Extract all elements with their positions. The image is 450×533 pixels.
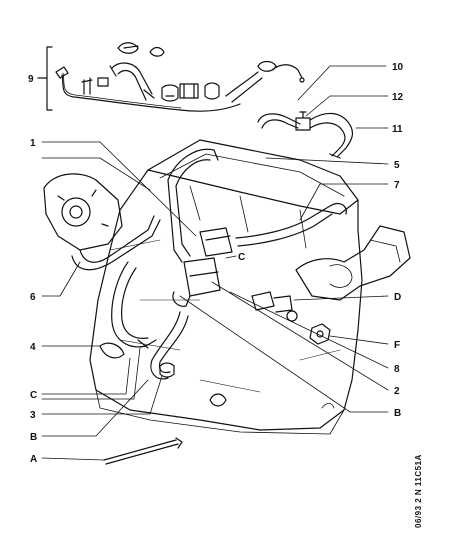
clamp-1 [117,42,139,54]
clamp-4 [99,342,125,359]
dipstick [103,439,179,465]
air-duct [295,225,411,301]
hose-4 [111,261,157,348]
hose-7 [235,202,347,247]
leader-7 [299,183,389,221]
leader-C-inner [225,255,237,259]
sensor-d [251,291,293,313]
engine-block [43,139,411,465]
leader-1 [41,141,197,237]
nut-f [309,323,331,345]
callout-C-left: C [30,390,37,401]
connector-left [55,66,69,79]
hose-3 [150,311,189,380]
hose-10 [257,113,301,129]
fitting-a [161,84,179,102]
clamp-2 [149,46,165,57]
leader-2 [211,281,389,391]
callout-D: D [394,292,401,303]
leader-B-right [179,295,389,413]
hose-clamp [137,339,175,378]
valve-assembly [183,257,221,297]
callout-F: F [394,340,400,351]
callout-B-right: B [394,408,401,419]
housing-port [61,197,91,227]
callout-9: 9 [28,74,34,85]
detail-hose-kit [37,42,305,112]
leader-A [41,457,105,461]
block-outline [89,169,363,431]
callout-6: 6 [30,292,36,303]
water-outlet-housing [43,173,123,251]
leader-F [329,335,389,345]
leader-D [293,295,389,301]
callout-8: 8 [394,364,400,375]
callout-labels: 9 10 12 11 1 5 7 6 D F 8 2 B 4 C 3 B A C [28,62,404,465]
leader-3 [41,375,163,415]
curved-hose [225,71,263,103]
callout-4: 4 [30,342,36,353]
cylinder-head [147,139,359,215]
leader-12 [305,95,389,117]
clamp-3 [257,60,277,72]
leader-lines [41,65,389,461]
callout-10: 10 [392,62,404,73]
hose-6 [71,215,161,271]
fitting-c [204,82,220,100]
callout-B-left: B [30,432,37,443]
hose-1-lower [167,179,191,263]
callout-7: 7 [394,180,400,191]
tee-12 [295,111,311,131]
clip-small [81,77,93,95]
leader-10 [297,65,387,101]
fitting-b [179,83,199,99]
leader-C-left [41,357,131,395]
wire-end [271,64,303,79]
detail-tee-hose [257,111,354,159]
callout-C-inner: C [238,252,245,263]
callout-11: 11 [392,124,403,135]
bolt [209,393,227,407]
leader-5 [265,157,389,165]
leader-6 [41,261,81,297]
callout-2: 2 [394,386,400,397]
callout-12: 12 [392,92,404,103]
callout-3: 3 [30,410,36,421]
thin-hose [61,74,241,112]
callout-1: 1 [30,138,36,149]
tee-1 [199,227,233,257]
elbow-hose [111,62,153,101]
reference-code: 06/93 2 N 11C51A [414,454,423,528]
hose-1-upper [167,148,219,187]
callout-A: A [30,454,37,465]
callout-5: 5 [394,160,400,171]
hose-11 [309,112,354,157]
bracket-9 [46,46,53,111]
leader-8 [229,291,389,369]
leader-B-left [41,379,149,437]
